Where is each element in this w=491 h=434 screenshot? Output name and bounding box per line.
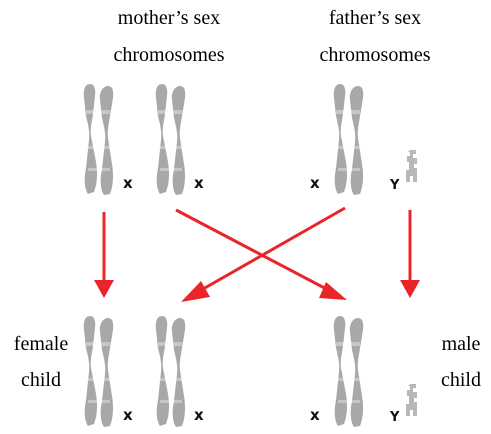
female-x-letter-2: x <box>194 408 204 423</box>
arrowhead-mother-to-female <box>94 280 114 298</box>
male-x-letter: x <box>310 408 320 423</box>
father-x-letter: x <box>310 176 320 191</box>
female-chromosome-2 <box>156 316 186 427</box>
female-chromosome-1 <box>84 316 114 427</box>
arrowhead-father-to-male <box>400 280 420 298</box>
female-x-letter-1: x <box>123 408 133 423</box>
arrow-mother-to-male <box>176 210 334 293</box>
male-y-letter: Y <box>390 410 399 425</box>
male-chromosome-y <box>406 384 417 416</box>
arrowhead-father-to-female <box>181 281 210 302</box>
father-y-letter: Y <box>390 178 399 193</box>
mother-x-letter-1: x <box>123 176 133 191</box>
arrow-father-to-female <box>196 208 345 293</box>
father-chromosome-x <box>334 84 364 195</box>
mother-chromosome-1 <box>84 84 114 195</box>
mother-chromosome-2 <box>156 84 186 195</box>
father-chromosome-y <box>406 150 417 182</box>
arrowhead-mother-to-male <box>319 282 347 300</box>
male-chromosome-x <box>334 316 364 427</box>
mother-x-letter-2: x <box>194 176 204 191</box>
